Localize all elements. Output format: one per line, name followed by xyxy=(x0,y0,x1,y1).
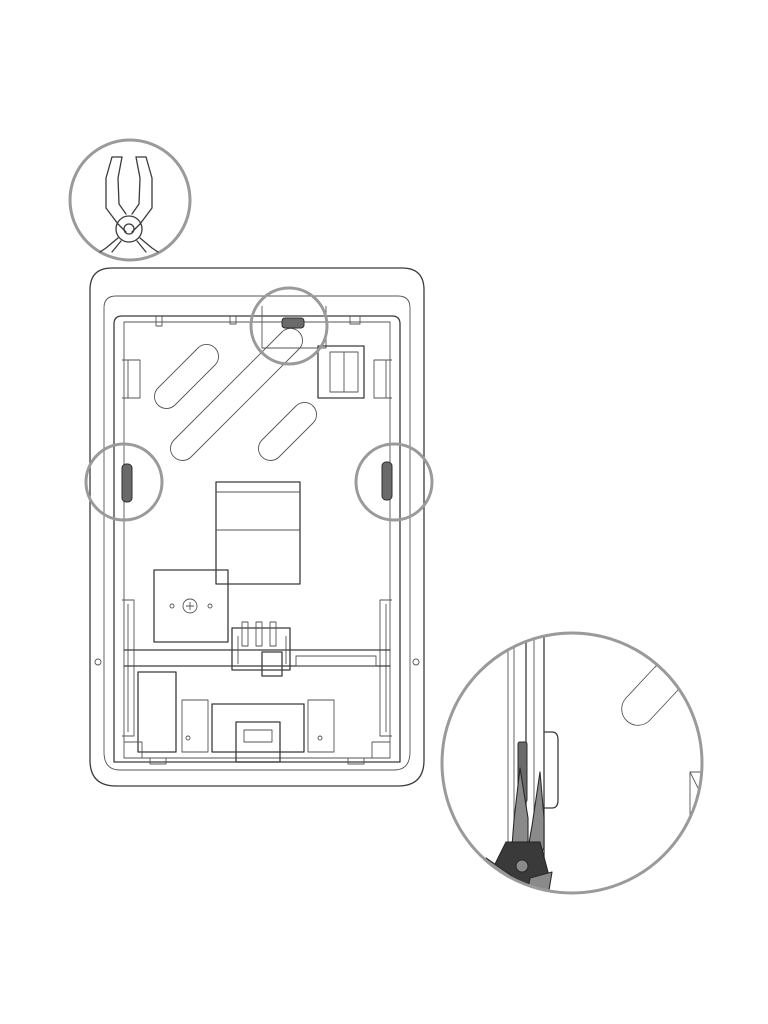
pliers-icon-callout xyxy=(68,138,192,262)
top-knockout-tab xyxy=(281,317,305,329)
enclosure-back-plate xyxy=(89,267,425,787)
top-knockout-highlight xyxy=(249,286,329,366)
detail-view xyxy=(440,631,704,895)
left-knockout-tab xyxy=(121,463,133,503)
right-knockout-highlight xyxy=(354,442,434,522)
right-knockout-tab xyxy=(381,461,393,501)
pliers-icon xyxy=(99,156,159,253)
left-knockout-highlight xyxy=(84,442,164,522)
